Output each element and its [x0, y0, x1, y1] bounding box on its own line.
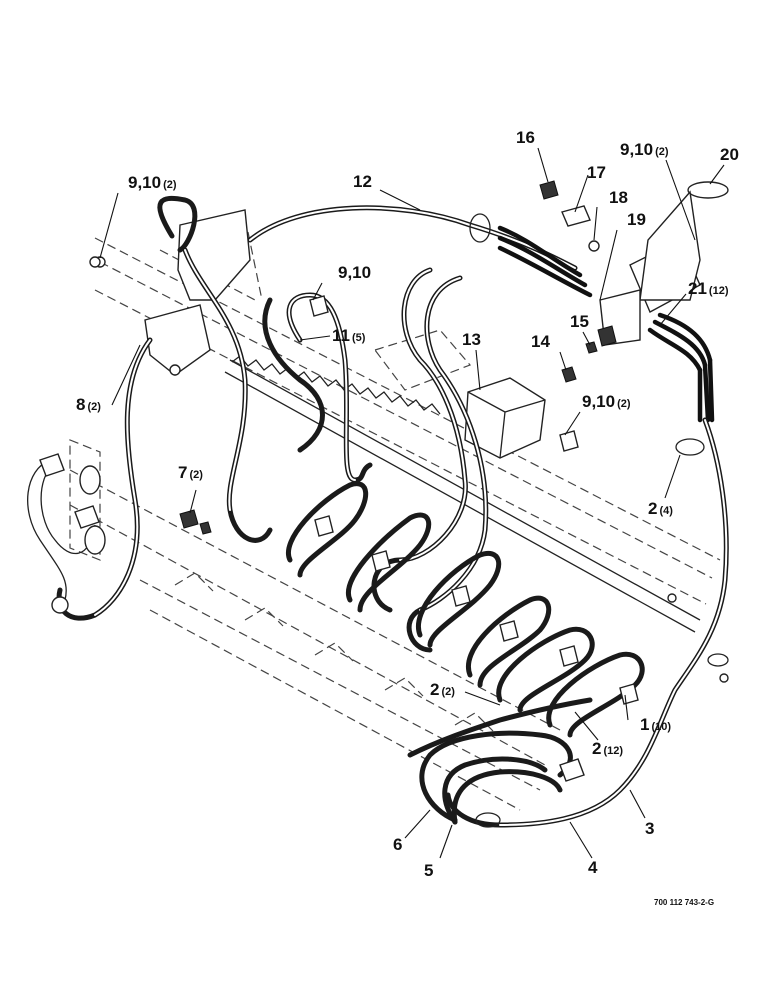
callout-6: 6: [393, 835, 402, 854]
callout-11: 11(5): [332, 326, 366, 345]
bulkhead-assembly: [597, 181, 729, 347]
callout-17: 17: [587, 163, 606, 182]
callout-21: 21(12): [688, 279, 729, 298]
hose-far-left: [27, 337, 153, 621]
callout-7: 7(2): [178, 463, 203, 482]
callout-16: 16: [516, 128, 535, 147]
callout-14: 14: [531, 332, 550, 351]
callout-2-qty12: 2(12): [592, 739, 623, 758]
callout-13: 13: [462, 330, 481, 349]
callout-5: 5: [424, 861, 433, 880]
hose-4-5-6: [407, 697, 593, 825]
callout-9-10-right-mid: 9,10(2): [582, 392, 631, 411]
cylinder-rail: [69, 439, 561, 811]
top-fittings: [539, 180, 600, 383]
callout-9-10-left: 9,10(2): [128, 173, 177, 192]
hose-3: [445, 417, 729, 828]
callout-18: 18: [609, 188, 628, 207]
callout-1: 1(10): [640, 715, 671, 734]
hose-bundle-upper: [497, 225, 715, 423]
callout-20: 20: [720, 145, 739, 164]
callout-15: 15: [570, 312, 589, 331]
valve-block: [374, 329, 546, 459]
callout-19: 19: [627, 210, 646, 229]
callout-3: 3: [645, 819, 654, 838]
callout-9-10-top-right: 9,10(2): [620, 140, 669, 159]
callout-2-qty4: 2(4): [648, 499, 673, 518]
callout-9-10-center: 9,10: [338, 263, 371, 282]
callout-4: 4: [588, 858, 598, 877]
callout-2-qty2: 2(2): [430, 680, 455, 699]
callout-labels: 1(10) 2(4) 2(2) 2(12) 3 4 5 6 7(2) 8(2) …: [76, 128, 739, 880]
callout-12: 12: [353, 172, 372, 191]
drawing-number: 700 112 743-2-G: [654, 898, 714, 907]
fittings-and-clamps: [89, 213, 729, 828]
callout-8: 8(2): [76, 395, 101, 414]
hose-loops: [182, 247, 645, 738]
left-mounting-bracket: [94, 209, 251, 376]
leader-lines: [99, 147, 725, 859]
